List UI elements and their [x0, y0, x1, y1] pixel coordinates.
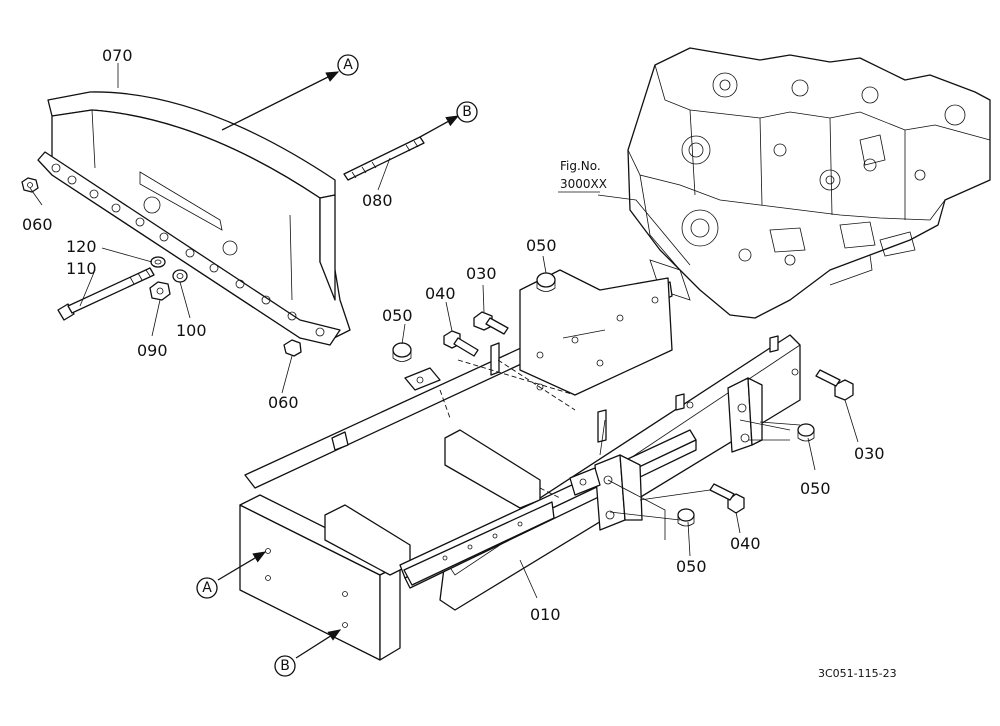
nut-060-upper — [21, 177, 39, 193]
callout-050-left: 050 — [382, 306, 413, 325]
figure-reference: Fig.No. 3000XX — [558, 159, 607, 193]
bolt-040-lower — [709, 483, 745, 514]
nut-060-lower — [283, 339, 302, 357]
marker-b-upper-label: B — [462, 104, 472, 120]
front-frame-010 — [239, 269, 801, 661]
callout-030-right: 030 — [854, 444, 885, 463]
callout-050-lower: 050 — [676, 557, 707, 576]
callout-040-upper: 040 — [425, 284, 456, 303]
leader-lines — [29, 63, 859, 599]
bolt-110 — [57, 267, 155, 321]
figref-line2: 3000XX — [560, 177, 607, 191]
callout-070: 070 — [102, 46, 133, 65]
marker-a-lower-label: A — [202, 580, 212, 596]
bolt-030-upper — [473, 311, 509, 335]
washer-120 — [150, 256, 166, 268]
figref-line1: Fig.No. — [560, 159, 601, 173]
alignment-lines — [439, 329, 801, 540]
bolt-040-upper — [443, 330, 479, 357]
callout-100: 100 — [176, 321, 207, 340]
stud-bolt-080 — [343, 136, 425, 181]
callout-060-upper: 060 — [22, 215, 53, 234]
callout-040-lower: 040 — [730, 534, 761, 553]
callout-050-right: 050 — [800, 479, 831, 498]
marker-b-lower: B — [274, 655, 296, 677]
bolt-030-right — [815, 369, 854, 401]
front-weight-070 — [37, 91, 351, 346]
callout-010: 010 — [530, 605, 561, 624]
nut-090 — [149, 281, 171, 301]
washer-100 — [172, 269, 188, 283]
marker-b-upper: B — [456, 101, 478, 123]
part-callouts: 070 060 120 110 090 100 080 060 050 040 … — [22, 46, 885, 624]
callout-060-lower: 060 — [268, 393, 299, 412]
drawing-code: 3C051-115-23 — [818, 667, 897, 680]
collar-050-right — [797, 423, 815, 442]
marker-b-lower-label: B — [280, 658, 290, 674]
callout-050-top: 050 — [526, 236, 557, 255]
engine-block — [627, 47, 991, 319]
callout-080: 080 — [362, 191, 393, 210]
callout-090: 090 — [137, 341, 168, 360]
callout-030-upper: 030 — [466, 264, 497, 283]
collar-050-lower — [677, 508, 695, 527]
marker-a-lower: A — [196, 577, 218, 599]
callout-110: 110 — [66, 259, 97, 278]
marker-a-upper-label: A — [343, 57, 353, 73]
collar-050-upper-left — [392, 342, 412, 362]
marker-a-upper: A — [337, 54, 359, 76]
direction-arrows — [217, 71, 460, 659]
callout-120: 120 — [66, 237, 97, 256]
